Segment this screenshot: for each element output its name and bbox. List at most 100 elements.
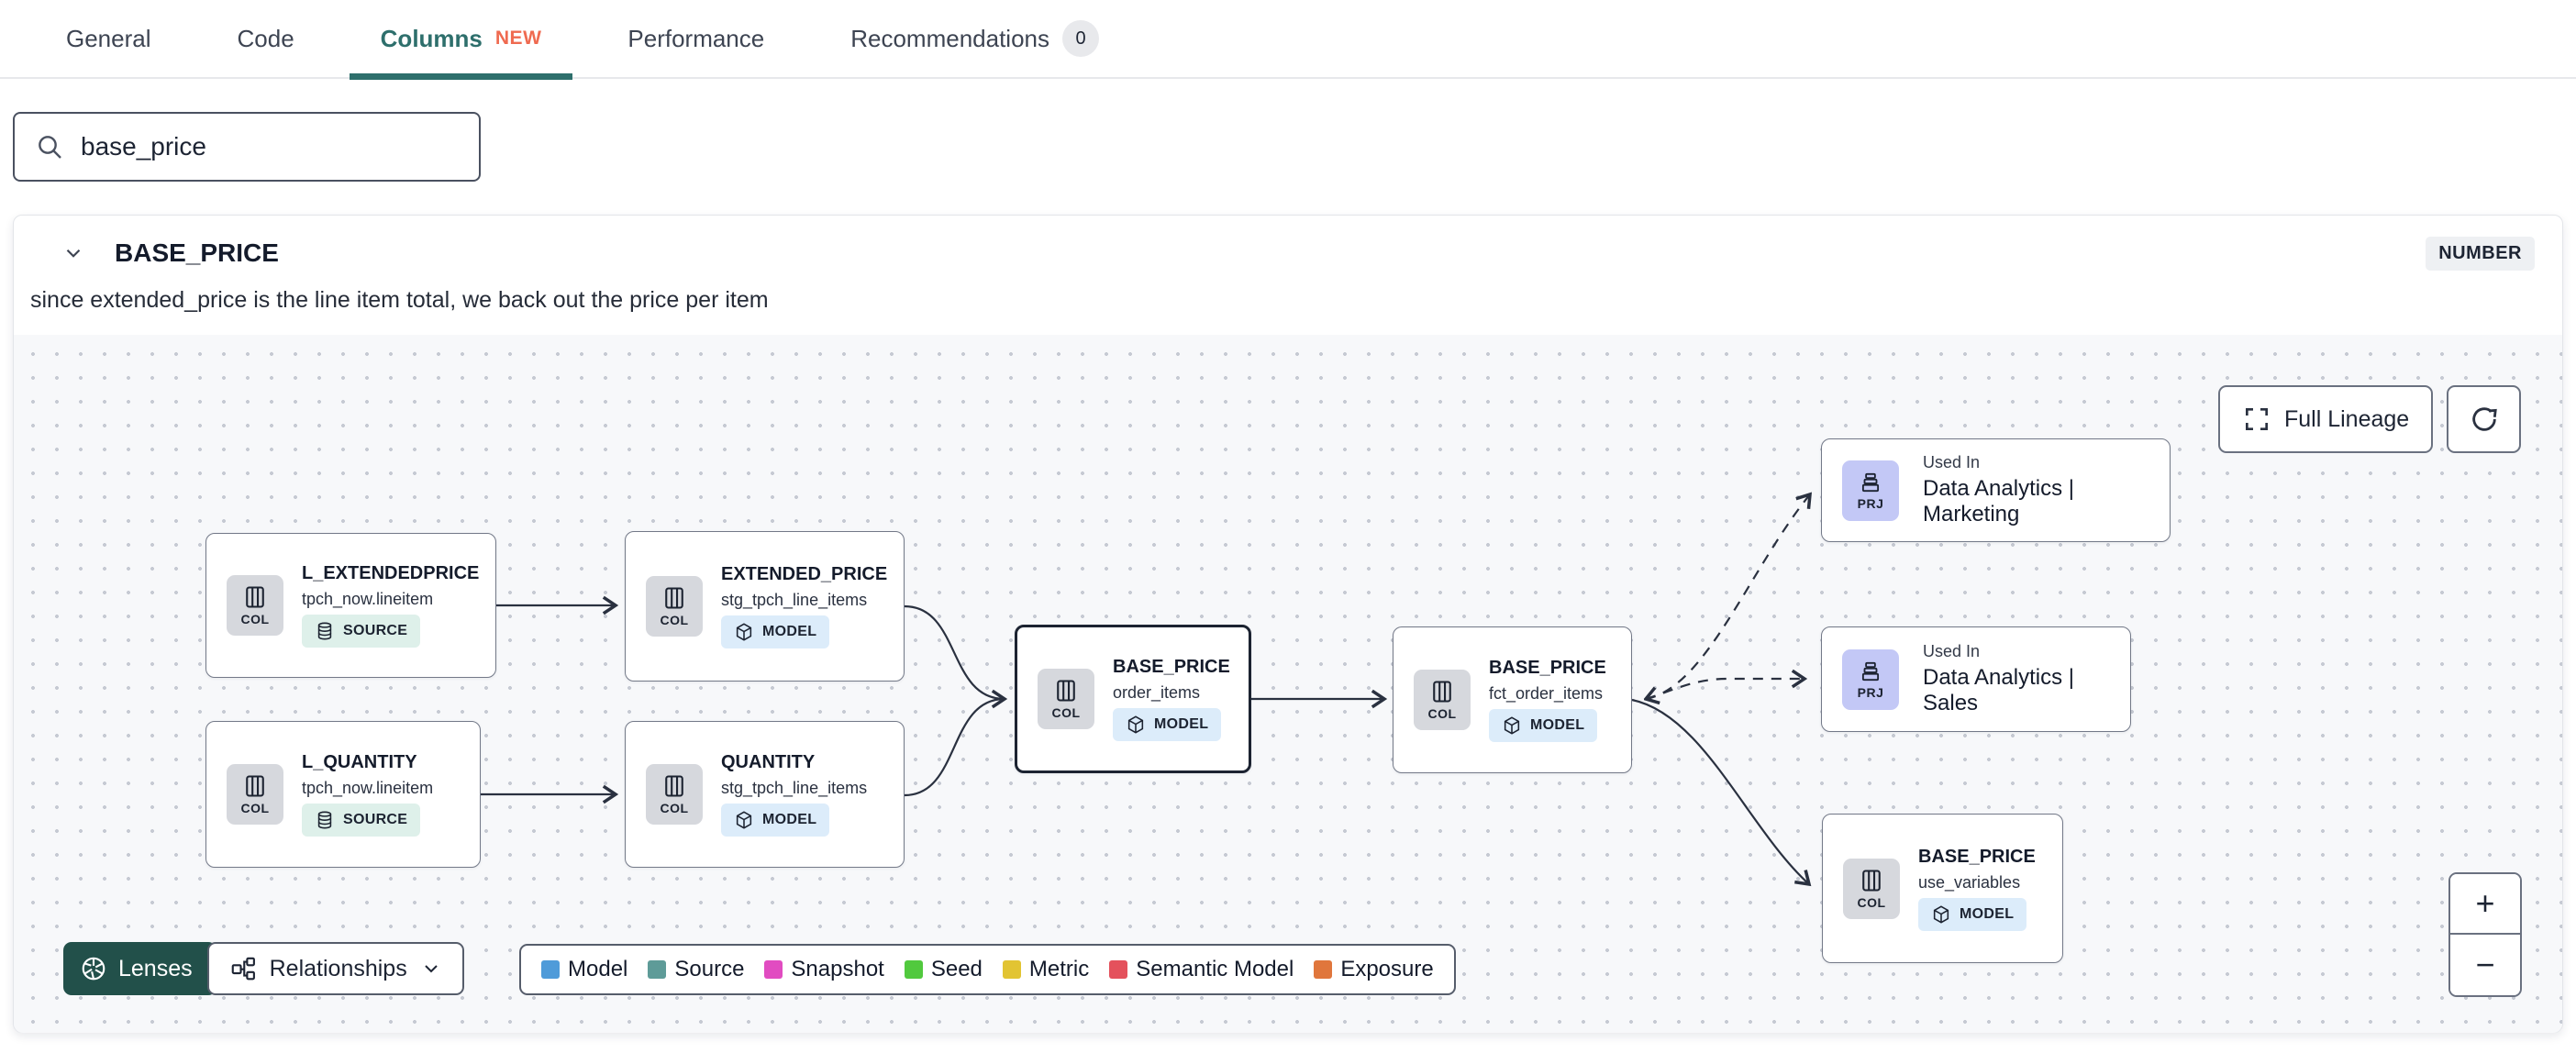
lineage-node-quantity[interactable]: COL QUANTITY stg_tpch_line_items MODEL [625,721,905,868]
resource-badge-model: MODEL [721,615,830,648]
badge-label: MODEL [1530,717,1585,733]
node-title: BASE_PRICE [1918,846,2036,867]
lineage-node-l-extendedprice[interactable]: COL L_EXTENDEDPRICE tpch_now.lineitem SO… [205,533,496,678]
project-icon [1861,661,1880,681]
tab-recommendations[interactable]: Recommendations 0 [850,0,1100,78]
expand-icon [2242,405,2271,434]
badge-label: SOURCE [343,812,408,827]
legend-label: Seed [930,957,983,981]
lenses-button[interactable]: Lenses [63,942,217,995]
relationships-dropdown[interactable]: Relationships [206,942,464,995]
legend-swatch [648,960,667,979]
col-kind-box: COL [227,764,283,825]
badge-label: MODEL [762,624,817,639]
column-card: BASE_PRICE NUMBER since extended_price i… [13,215,2563,1033]
cube-icon [1127,715,1144,734]
lenses-aperture-icon [82,957,105,981]
kind-label: COL [240,612,270,626]
full-lineage-label: Full Lineage [2284,405,2410,432]
legend-swatch [541,960,560,979]
tab-performance-label: Performance [627,24,765,52]
resource-badge-model: MODEL [1918,897,2027,931]
lineage-edges [475,492,1813,887]
legend-label: Model [568,957,628,981]
lineage-node-l-quantity[interactable]: COL L_QUANTITY tpch_now.lineitem SOURCE [205,721,481,868]
resource-badge-model: MODEL [721,804,830,837]
legend-item-seed: Seed [904,957,983,982]
tab-code-label: Code [237,24,294,52]
legend-label: Metric [1028,957,1090,981]
node-subtitle: order_items [1113,683,1201,702]
node-subtitle: tpch_now.lineitem [302,590,434,608]
node-title: EXTENDED_PRICE [721,564,888,584]
column-type-badge: NUMBER [2426,236,2535,271]
legend-item-metric: Metric [1002,957,1090,982]
tab-code[interactable]: Code [238,0,294,78]
tab-recommendations-label: Recommendations [850,24,1050,52]
lenses-label: Lenses [118,955,193,981]
relationships-icon [231,957,255,981]
kind-label: PRJ [1857,495,1884,511]
prj-kind-box: PRJ [1842,460,1899,521]
relationships-label: Relationships [269,955,407,981]
zoom-in-button[interactable]: + [2450,874,2520,935]
tab-performance[interactable]: Performance [627,0,764,78]
column-name: BASE_PRICE [115,238,279,267]
kind-label: COL [1427,706,1457,721]
col-kind-box: COL [1414,670,1471,730]
column-icon [1057,680,1075,702]
refresh-button[interactable] [2447,385,2521,453]
legend-label: Semantic Model [1136,957,1294,981]
cube-icon [736,811,752,829]
resource-badge-source: SOURCE [302,804,421,837]
cube-icon [1933,904,1949,924]
zoom-out-button[interactable]: − [2450,935,2520,995]
badge-label: MODEL [1154,716,1209,732]
legend-swatch [764,960,783,979]
legend-item-model: Model [541,957,627,982]
node-subtitle: tpch_now.lineitem [302,779,434,797]
resource-badge-model: MODEL [1489,709,1598,742]
node-subtitle: stg_tpch_line_items [721,591,868,609]
full-lineage-button[interactable]: Full Lineage [2218,385,2434,453]
column-description: since extended_price is the line item to… [30,287,769,313]
node-subtitle: use_variables [1918,872,2021,892]
legend-swatch [1109,960,1128,979]
lineage-node-extended-price[interactable]: COL EXTENDED_PRICE stg_tpch_line_items M… [625,531,905,682]
cube-icon [736,623,752,641]
column-icon [246,586,264,608]
column-search[interactable] [13,112,481,182]
collapse-chevron-icon[interactable] [61,241,85,265]
legend-item-snapshot: Snapshot [764,957,884,982]
column-card-header: BASE_PRICE NUMBER [14,216,2562,274]
zoom-controls: + − [2448,872,2522,997]
lineage-node-base-price-use-variables[interactable]: COL BASE_PRICE use_variables MODEL [1822,814,2063,963]
used-in-label: Used In [1923,453,1981,471]
legend-swatch [904,960,923,979]
search-input[interactable] [81,132,459,161]
node-title: QUANTITY [721,752,816,772]
col-kind-box: COL [1843,858,1900,919]
database-icon [317,811,332,829]
tab-general[interactable]: General [66,0,151,78]
legend-swatch [1314,960,1333,979]
database-icon [317,622,332,640]
used-in-node-marketing[interactable]: PRJ Used In Data Analytics | Marketing [1821,438,2171,542]
used-in-node-sales[interactable]: PRJ Used In Data Analytics | Sales [1821,626,2131,732]
col-kind-box: COL [227,575,283,636]
new-badge: NEW [494,28,542,49]
tab-bar: General Code Columns NEW Performance Rec… [0,0,2576,80]
kind-label: COL [660,613,689,627]
tab-columns-label: Columns [380,24,483,52]
legend-swatch [1002,960,1021,979]
badge-label: MODEL [1960,905,2015,922]
tab-columns[interactable]: Columns NEW [349,0,573,80]
legend-item-semantic-model: Semantic Model [1109,957,1294,982]
col-kind-box: COL [646,764,703,825]
lineage-canvas[interactable]: Full Lineage COL L_EXTENDEDPRICE tpch_no… [14,335,2562,1033]
prj-kind-box: PRJ [1842,648,1899,710]
col-kind-box: COL [646,576,703,637]
lineage-node-base-price-fct-order-items[interactable]: COL BASE_PRICE fct_order_items MODEL [1393,626,1632,773]
legend-item-source: Source [648,957,744,982]
lineage-node-base-price-order-items[interactable]: COL BASE_PRICE order_items MODEL [1015,625,1251,773]
